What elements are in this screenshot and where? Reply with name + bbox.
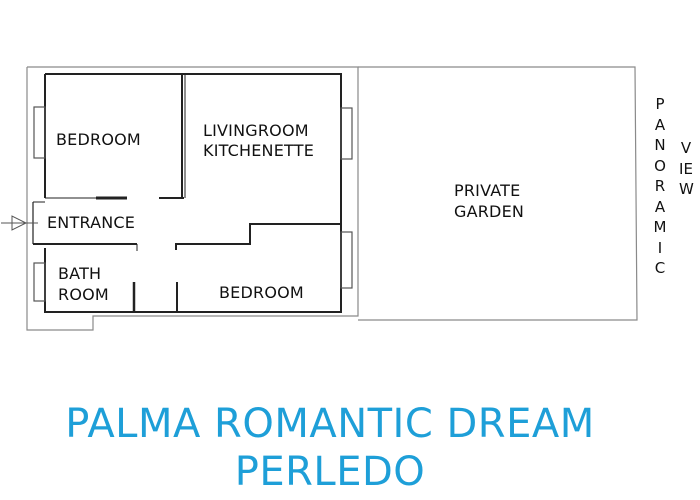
- area-label-garden: GARDEN: [454, 202, 525, 221]
- side-label-panoramic: PANORAMIC: [653, 95, 667, 277]
- windows: [33, 106, 353, 302]
- interior-walls: [32, 73, 342, 313]
- area-label-private: PRIVATE: [454, 181, 521, 200]
- side-label-view: VIEW: [679, 139, 694, 198]
- room-label-bath: BATH: [58, 264, 102, 283]
- room-label-room: ROOM: [58, 285, 109, 304]
- room-label-bedroom-1: BEDROOM: [56, 130, 141, 149]
- outer-boundary: [26, 66, 638, 331]
- room-label-kitchenette: KITCHENETTE: [203, 141, 315, 160]
- property-subtitle: PERLEDO: [234, 449, 426, 495]
- entrance-arrow-icon: [1, 215, 38, 231]
- room-label-livingroom: LIVINGROOM: [203, 121, 309, 140]
- room-label-entrance: ENTRANCE: [47, 213, 136, 232]
- room-label-bedroom-2: BEDROOM: [219, 283, 304, 302]
- property-title: PALMA ROMANTIC DREAM: [65, 401, 595, 447]
- floorplan-drawing: [1, 66, 638, 331]
